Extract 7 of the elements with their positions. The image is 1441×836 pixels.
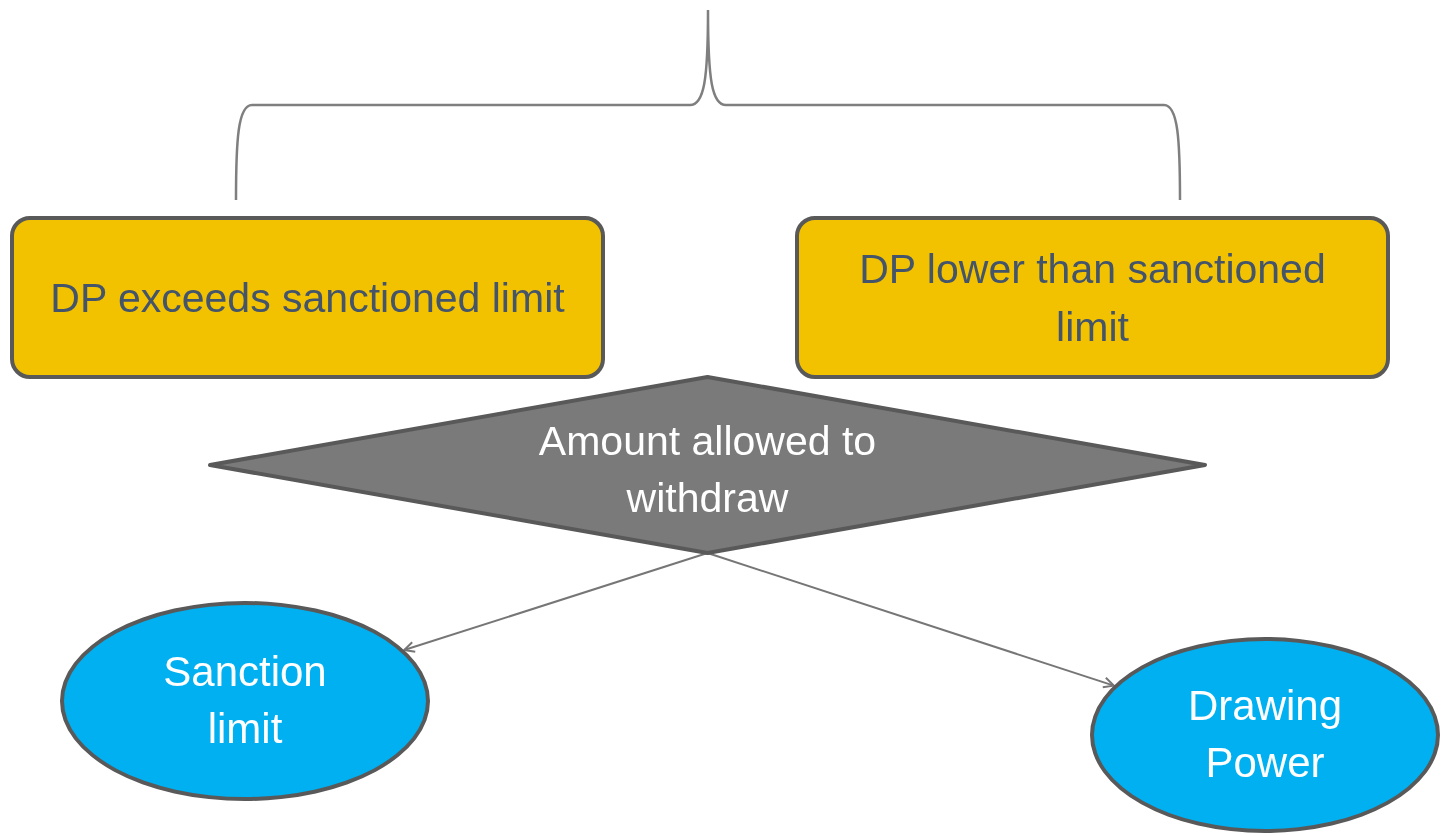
condition-box	[10, 216, 605, 379]
decision-label: Amount allowed to withdraw	[537, 417, 878, 523]
result-label: Sanction limit	[162, 647, 328, 754]
condition-label: DP exceeds sanctioned limit	[50, 273, 565, 323]
condition-box	[795, 216, 1390, 379]
result-label: Drawing Power	[1186, 681, 1344, 788]
condition-label: DP lower than sanctioned limit	[858, 244, 1327, 352]
